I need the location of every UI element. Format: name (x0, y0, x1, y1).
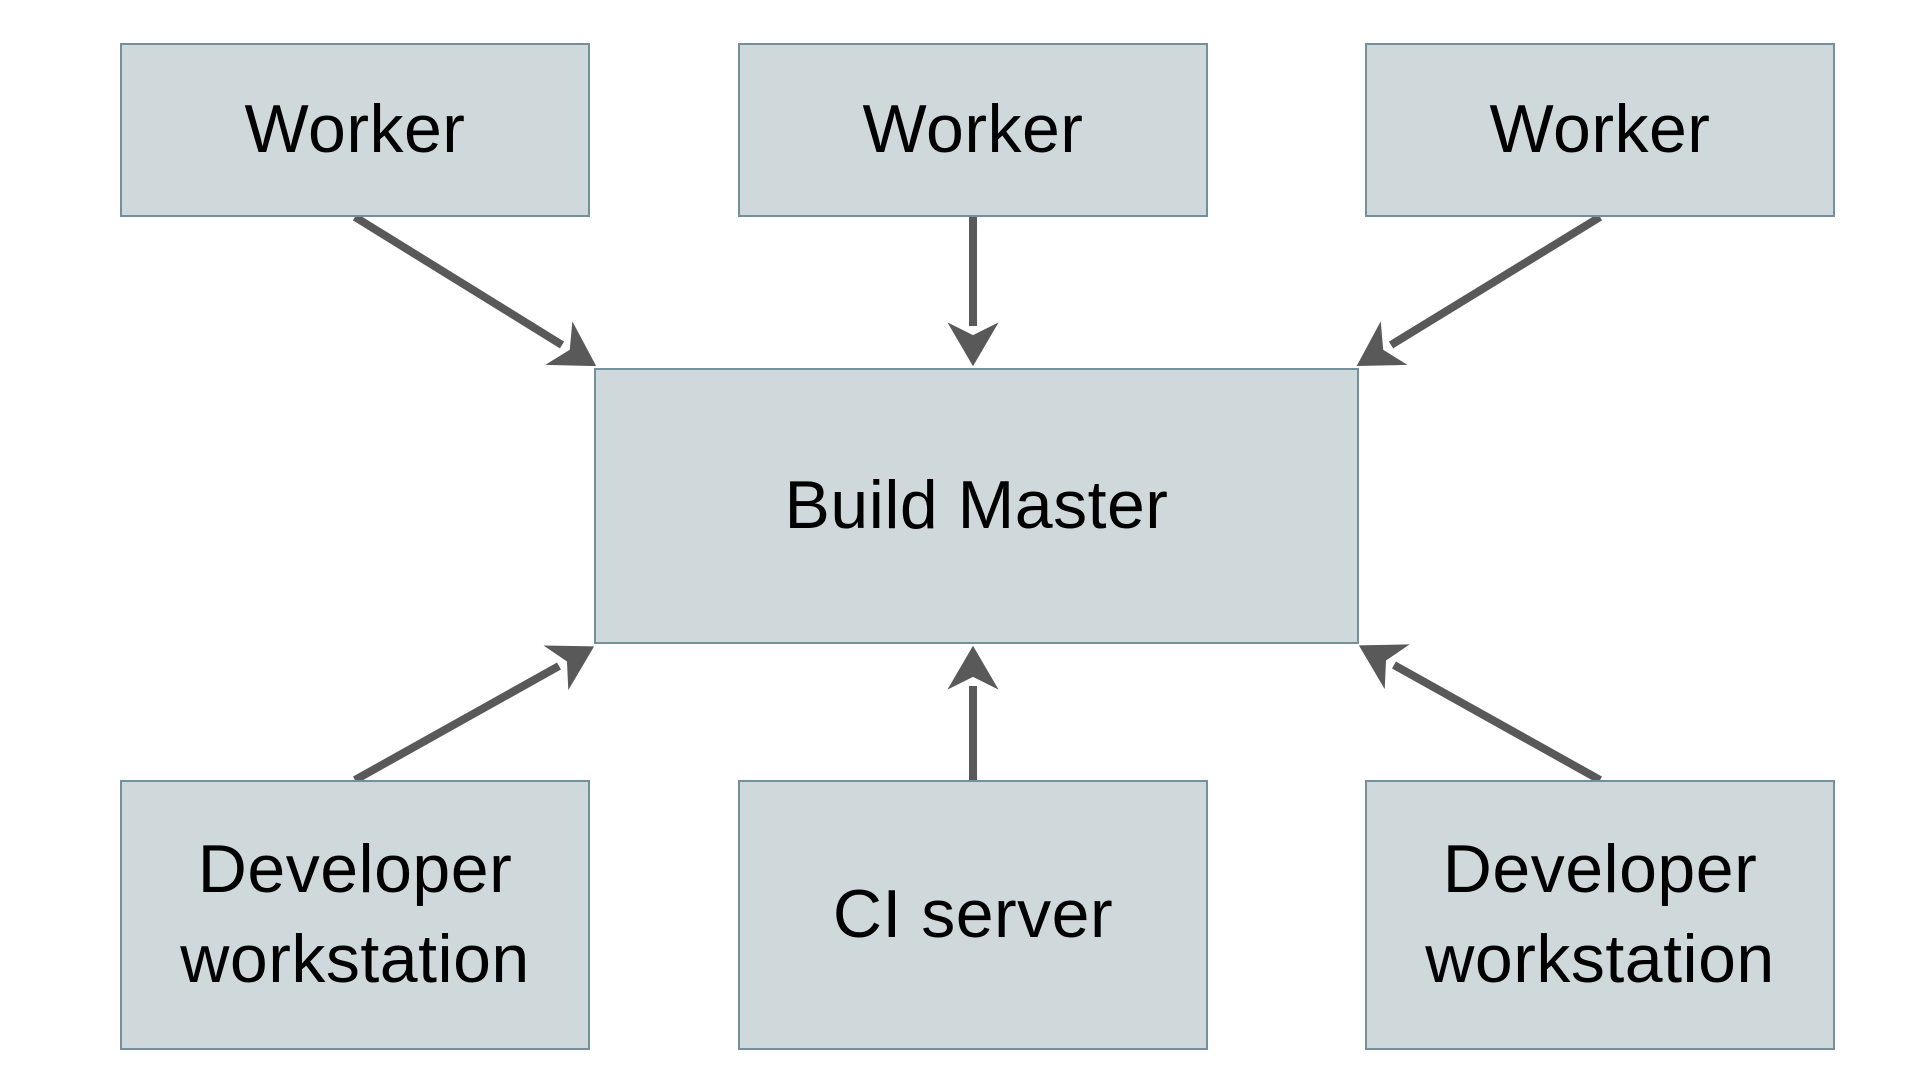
edge-worker-right-to-build-master (1356, 213, 1603, 367)
node-worker-top-right: Worker (1365, 43, 1835, 217)
node-build-master: Build Master (594, 368, 1359, 644)
node-label: Worker (244, 91, 466, 168)
edge-dev-right-to-build-master (1358, 644, 1602, 784)
node-label: Developer workstation (1425, 831, 1775, 997)
node-ci-server: CI server (738, 780, 1208, 1050)
edge-dev-left-to-build-master (353, 645, 595, 784)
node-worker-top-left: Worker (120, 43, 590, 217)
node-label: Build Master (784, 467, 1169, 544)
node-label: CI server (832, 876, 1114, 953)
node-developer-workstation-right: Developer workstation (1365, 780, 1835, 1050)
node-label: Worker (862, 91, 1084, 168)
node-developer-workstation-left: Developer workstation (120, 780, 590, 1050)
node-label: Developer workstation (180, 831, 530, 997)
node-worker-top-center: Worker (738, 43, 1208, 217)
node-label: Worker (1489, 91, 1711, 168)
edge-worker-left-to-build-master (352, 213, 597, 367)
